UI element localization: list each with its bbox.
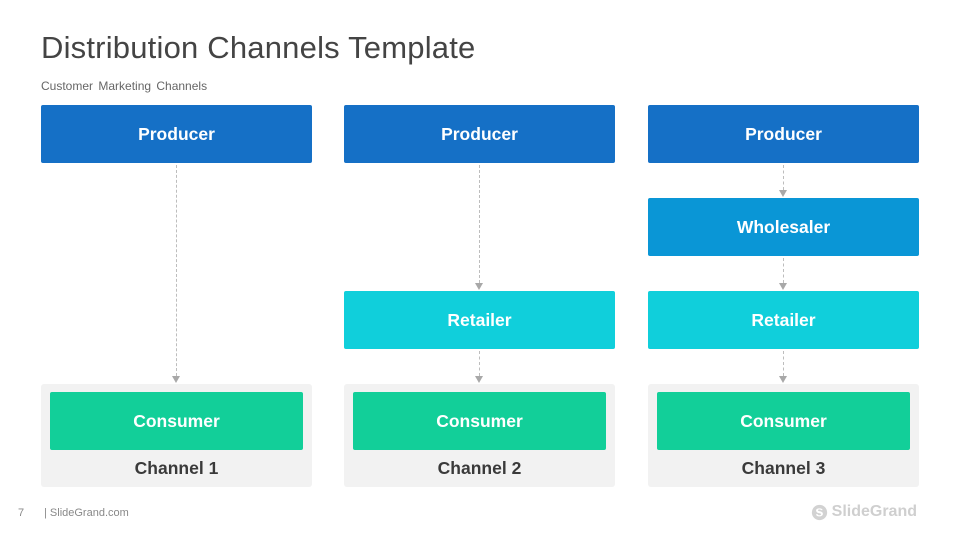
channel-card: Consumer Channel 1 (41, 384, 312, 487)
retailer-box: Retailer (648, 291, 919, 349)
consumer-box: Consumer (657, 392, 910, 450)
channel-card: Consumer Channel 3 (648, 384, 919, 487)
consumer-box: Consumer (50, 392, 303, 450)
consumer-box: Consumer (353, 392, 606, 450)
arrow-down-icon (475, 376, 483, 383)
channel-column-1: Producer Consumer Channel 1 (41, 105, 312, 487)
arrow-down-icon (779, 190, 787, 197)
arrow-down-icon (779, 283, 787, 290)
channel-label: Channel 2 (437, 457, 522, 478)
arrow-down-icon (475, 283, 483, 290)
channel-label: Channel 3 (741, 457, 826, 478)
producer-box: Producer (344, 105, 615, 163)
connector-line (783, 351, 784, 376)
connector-line (176, 165, 177, 376)
producer-box: Producer (648, 105, 919, 163)
footer-site-link: | SlideGrand.com (44, 507, 129, 519)
connector-line (479, 351, 480, 376)
retailer-box: Retailer (344, 291, 615, 349)
connector-line (783, 165, 784, 190)
wholesaler-box: Wholesaler (648, 198, 919, 256)
channel-column-2: Producer Retailer Consumer Channel 2 (344, 105, 615, 487)
channel-card: Consumer Channel 2 (344, 384, 615, 487)
page-number: 7 (18, 507, 25, 519)
connector-line (479, 165, 480, 283)
channel-label: Channel 1 (134, 457, 219, 478)
producer-box: Producer (41, 105, 312, 163)
page-subtitle: Customer Marketing Channels (41, 79, 208, 93)
channel-column-3: Producer Wholesaler Retailer Consumer Ch… (648, 105, 919, 487)
brand-logo: SlideGrand (811, 503, 917, 521)
arrow-down-icon (172, 376, 180, 383)
arrow-down-icon (779, 376, 787, 383)
connector-line (783, 258, 784, 283)
brand-name: SlideGrand (831, 503, 917, 520)
page-title: Distribution Channels Template (41, 30, 476, 65)
slidegrand-logo-icon (811, 504, 827, 520)
